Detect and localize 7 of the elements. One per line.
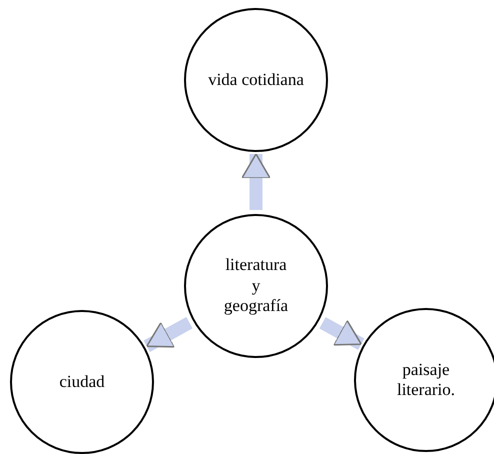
node-label: vida cotidiana: [207, 70, 305, 90]
block-arrow: [144, 317, 193, 352]
block-arrow: [319, 317, 364, 350]
node-label: literatura y geografía: [222, 255, 290, 317]
block-arrow: [241, 153, 271, 210]
node-label: paisaje literario.: [396, 360, 456, 400]
node-label: ciudad: [58, 372, 106, 392]
